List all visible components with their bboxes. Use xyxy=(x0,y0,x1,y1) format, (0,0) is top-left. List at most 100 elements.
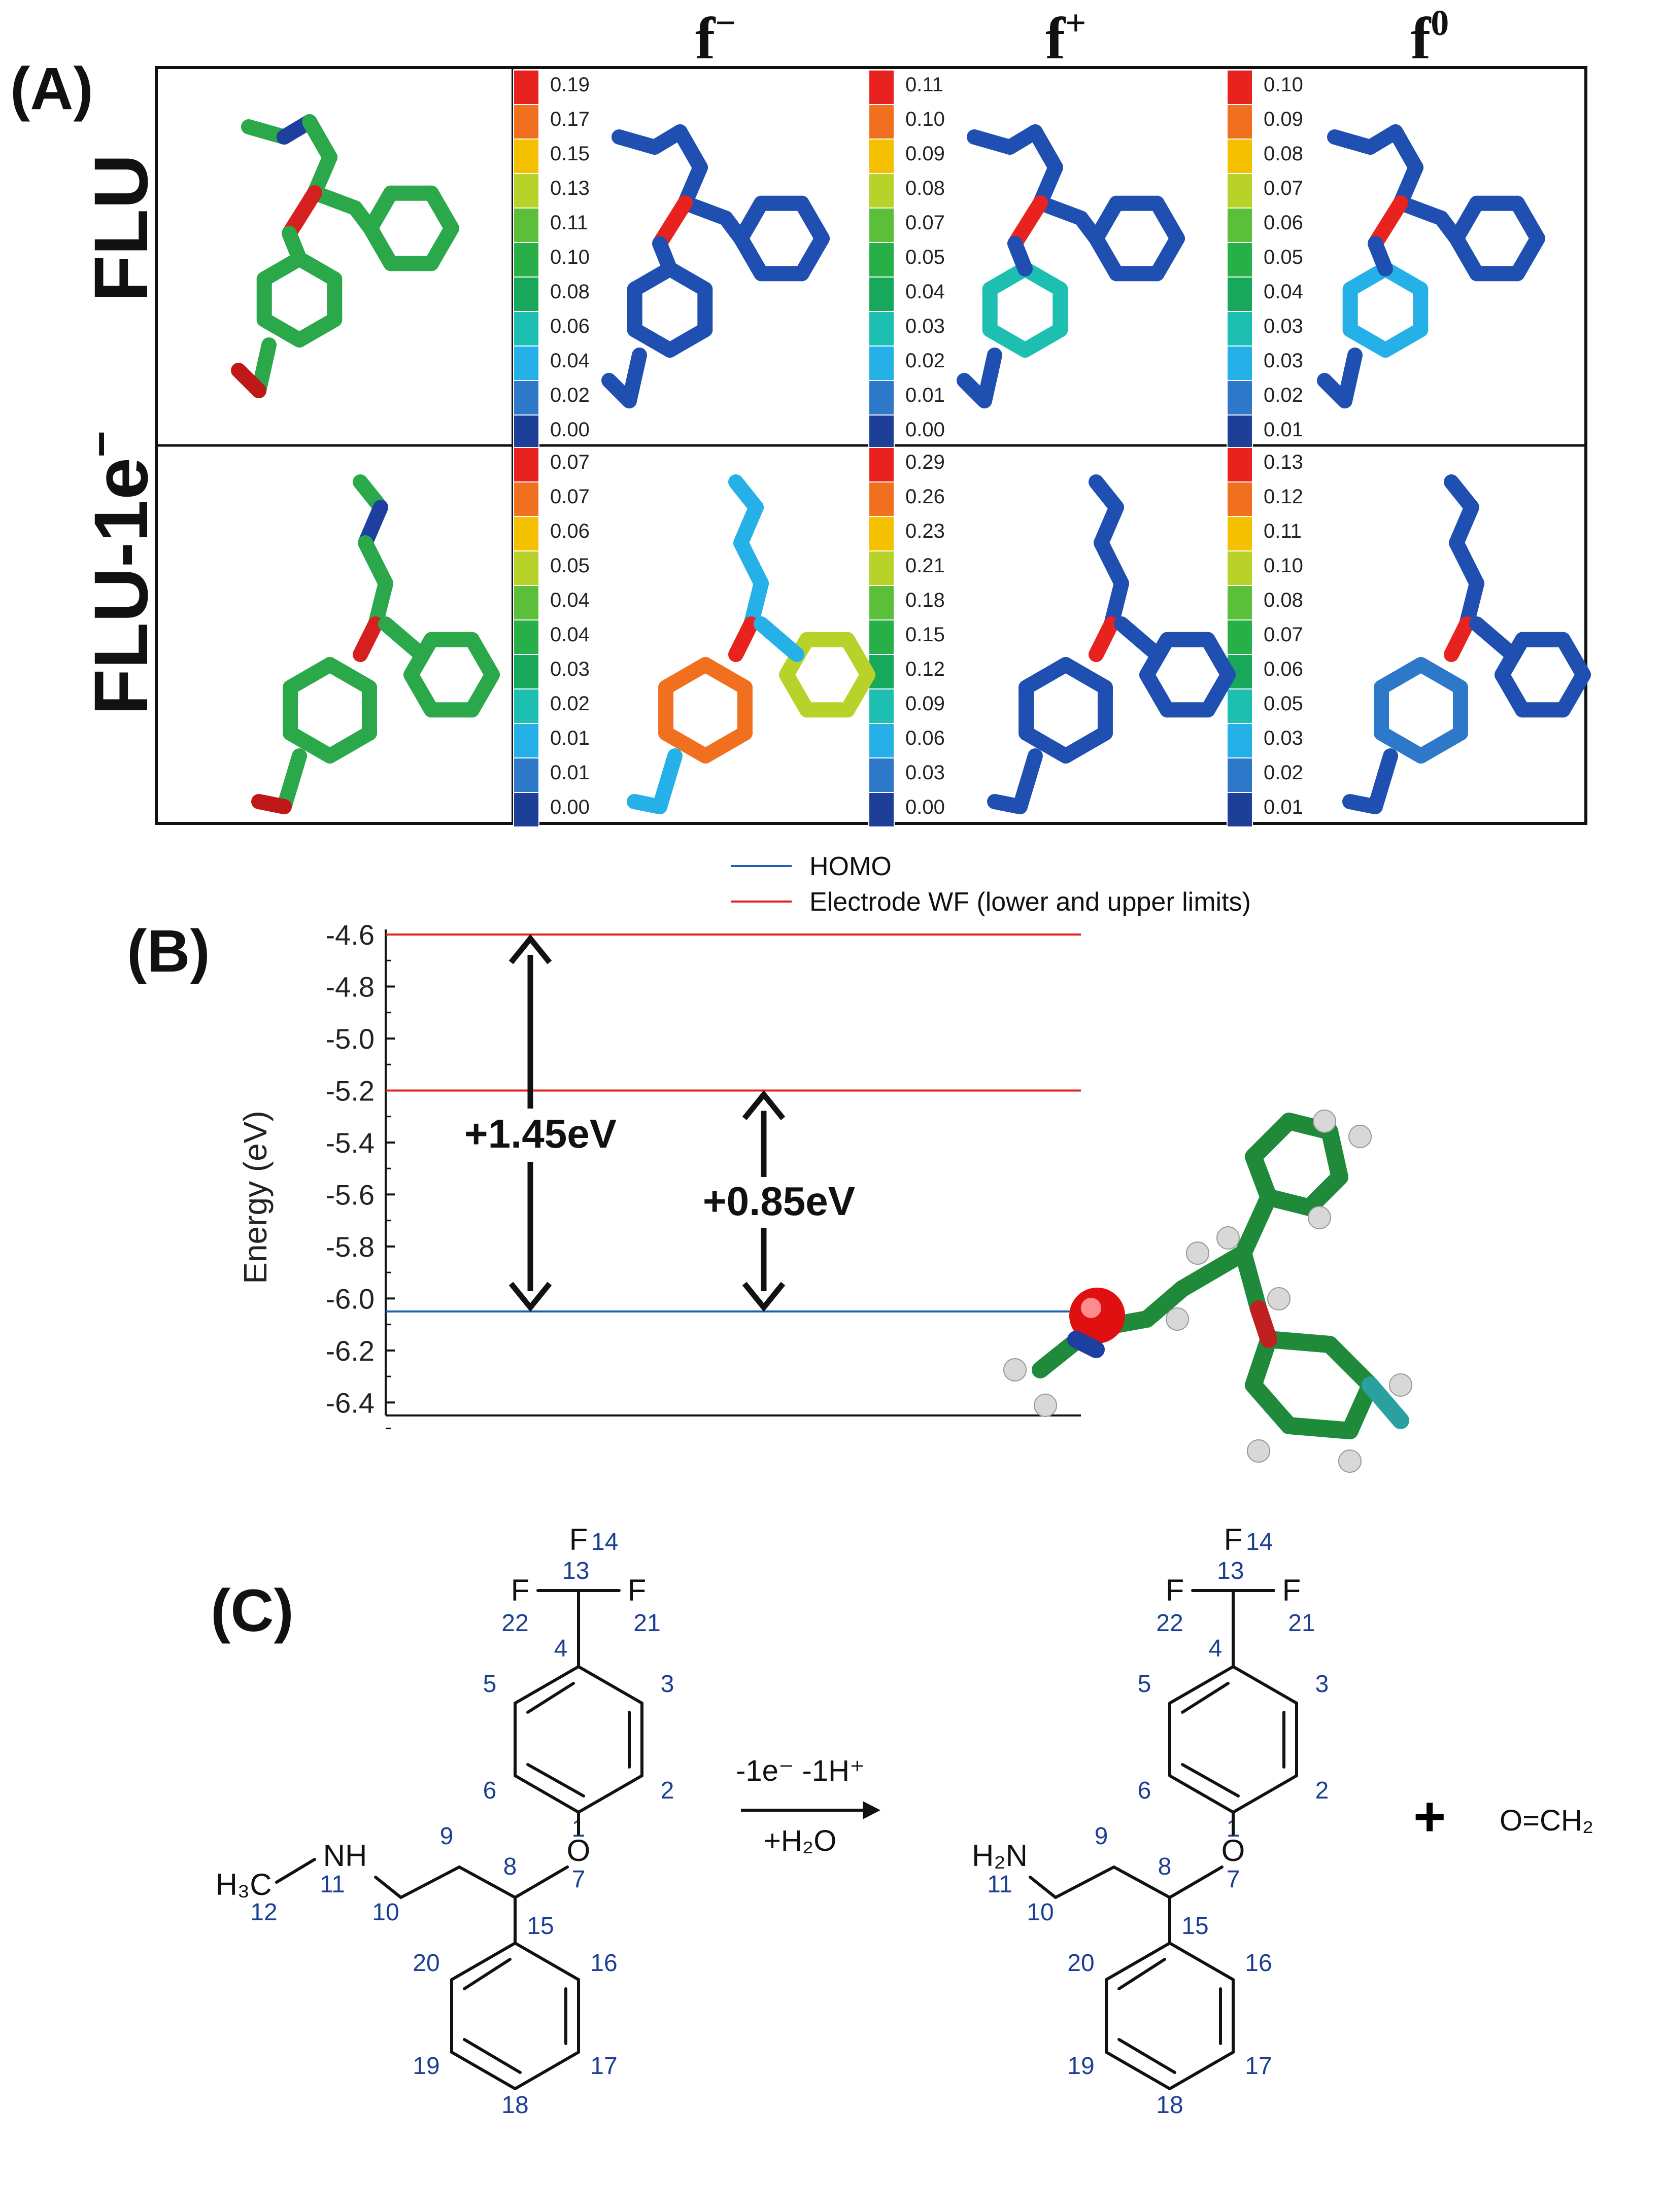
bond-stick xyxy=(1317,373,1352,408)
atom-number-3: 3 xyxy=(1315,1671,1329,1698)
colorbar-segment xyxy=(513,104,539,140)
energy-plot: Energy (eV) -4.6-4.8-5.0-5.2-5.4-5.6-5.8… xyxy=(237,919,1081,1430)
row-label-flu: FLU xyxy=(78,154,163,302)
reaction-conditions-bottom: +H₂O xyxy=(764,1824,836,1857)
atom-number-20: 20 xyxy=(1067,1950,1094,1977)
atom-number-15: 15 xyxy=(527,1913,554,1940)
bond xyxy=(514,1865,569,1899)
bond-stick xyxy=(231,363,266,398)
colorbar-segment xyxy=(868,345,895,381)
bond xyxy=(275,1858,316,1884)
bond xyxy=(463,2038,522,2074)
bond-stick xyxy=(1012,748,1043,814)
colorbar-tick-label: 0.29 xyxy=(905,451,945,473)
colorbar-segment xyxy=(513,345,539,381)
bond-stick xyxy=(1250,1300,1277,1348)
colorbar-tick-label: 0.05 xyxy=(1264,693,1303,715)
colorbar-segment xyxy=(868,481,895,517)
colorbar-segment xyxy=(513,550,539,586)
bond-stick xyxy=(1114,616,1165,662)
bond xyxy=(514,2051,580,2090)
atom-number-10: 10 xyxy=(1027,1899,1054,1926)
bond xyxy=(1168,1865,1224,1899)
bond xyxy=(1112,1865,1171,1899)
colorbar-tick-label: 0.09 xyxy=(905,693,945,715)
atom-number-17: 17 xyxy=(1245,2053,1272,2080)
colorbar-tick-label: 0.10 xyxy=(905,108,945,130)
bond xyxy=(1232,1665,1298,1705)
colorbar-segment xyxy=(868,242,895,278)
colorbar-tick-label: 0.13 xyxy=(1264,451,1303,473)
panel-b-label: (B) xyxy=(127,918,210,985)
bond xyxy=(1168,1774,1235,1814)
atom-number-5: 5 xyxy=(483,1671,497,1698)
y-axis-label: Energy (eV) xyxy=(237,1111,274,1284)
atom-number-4: 4 xyxy=(554,1635,568,1662)
colorbar-tick-label: 0.08 xyxy=(905,177,945,199)
molecule xyxy=(601,124,830,408)
molecule xyxy=(957,124,1185,408)
colorbar-tick-label: 0.00 xyxy=(550,419,590,441)
colorbar-segment xyxy=(868,516,895,551)
colorbar-segment xyxy=(1227,311,1253,347)
colorbar-tick-label: 0.08 xyxy=(1264,589,1303,611)
colorbar-segment xyxy=(868,792,895,827)
hydrogen-atom xyxy=(1216,1226,1240,1250)
colorbar-tick-label: 0.21 xyxy=(905,555,945,577)
bond-stick xyxy=(794,195,830,246)
bond-stick xyxy=(1368,748,1398,814)
hydrogen-atom xyxy=(1313,1110,1336,1133)
bond-stick xyxy=(1007,195,1048,251)
atom-number-22: 22 xyxy=(501,1610,528,1637)
fluorine-21: F xyxy=(628,1573,647,1607)
colorbar-segment xyxy=(868,139,895,174)
atom-number-2: 2 xyxy=(1315,1777,1329,1804)
reaction-conditions-top: -1e⁻ -1H⁺ xyxy=(736,1754,865,1787)
colorbar-1: 0.190.170.150.130.110.100.080.060.040.02… xyxy=(513,70,590,450)
colorbar-segment xyxy=(868,723,895,758)
molecule xyxy=(231,114,459,398)
bond-stick xyxy=(1469,616,1520,662)
bond-stick xyxy=(277,748,307,814)
colorbar-tick-label: 0.01 xyxy=(550,727,590,749)
y-axis: -4.6-4.8-5.0-5.2-5.4-5.6-5.8-6.0-6.2-6.4 xyxy=(326,919,1081,1430)
bond-stick xyxy=(1245,1376,1298,1434)
hydrogen-atom xyxy=(1247,1439,1270,1463)
y-tick-label: -6.0 xyxy=(326,1283,375,1315)
colorbar-tick-label: 0.26 xyxy=(905,486,945,508)
bond xyxy=(450,2051,517,2090)
colorbar-segment xyxy=(513,380,539,416)
molecule-renderings xyxy=(231,114,1591,814)
atom-number-18: 18 xyxy=(501,2092,528,2119)
colorbar-segment xyxy=(868,276,895,312)
bond-stick xyxy=(754,616,804,662)
col-header-f-minus: f− xyxy=(695,3,736,72)
colorbar-segment xyxy=(868,688,895,724)
atom-number-8: 8 xyxy=(1158,1853,1172,1880)
bond-stick xyxy=(1362,1376,1409,1429)
colorbar-segment xyxy=(868,550,895,586)
colorbar-tick-label: 0.08 xyxy=(550,281,590,303)
colorbar-4: 0.070.070.060.050.040.040.030.020.010.01… xyxy=(513,447,590,827)
colorbar-tick-label: 0.10 xyxy=(1264,555,1303,577)
bond-stick xyxy=(718,211,749,246)
atom-number-19: 19 xyxy=(413,2053,439,2080)
colorbar-segment xyxy=(1227,585,1253,620)
colorbar-segment xyxy=(513,139,539,174)
y-tick-label: -6.2 xyxy=(326,1335,375,1367)
colorbar-segment xyxy=(513,654,539,689)
bond-stick xyxy=(1342,794,1383,814)
bond xyxy=(1105,2051,1171,2090)
colorbar-tick-label: 0.01 xyxy=(550,762,590,784)
colorbar-tick-label: 0.07 xyxy=(550,451,590,473)
colorbar-segment xyxy=(868,757,895,793)
colorbars: 0.190.170.150.130.110.100.080.060.040.02… xyxy=(513,70,1303,827)
colorbar-tick-label: 0.19 xyxy=(550,74,590,96)
hydrogen-atom xyxy=(1166,1307,1189,1331)
colorbar-tick-label: 0.04 xyxy=(550,624,590,646)
bond-stick xyxy=(378,616,429,662)
bond xyxy=(1232,1774,1298,1814)
colorbar-segment xyxy=(1227,70,1253,105)
colorbar-segment xyxy=(513,516,539,551)
bond-stick xyxy=(1149,195,1185,246)
